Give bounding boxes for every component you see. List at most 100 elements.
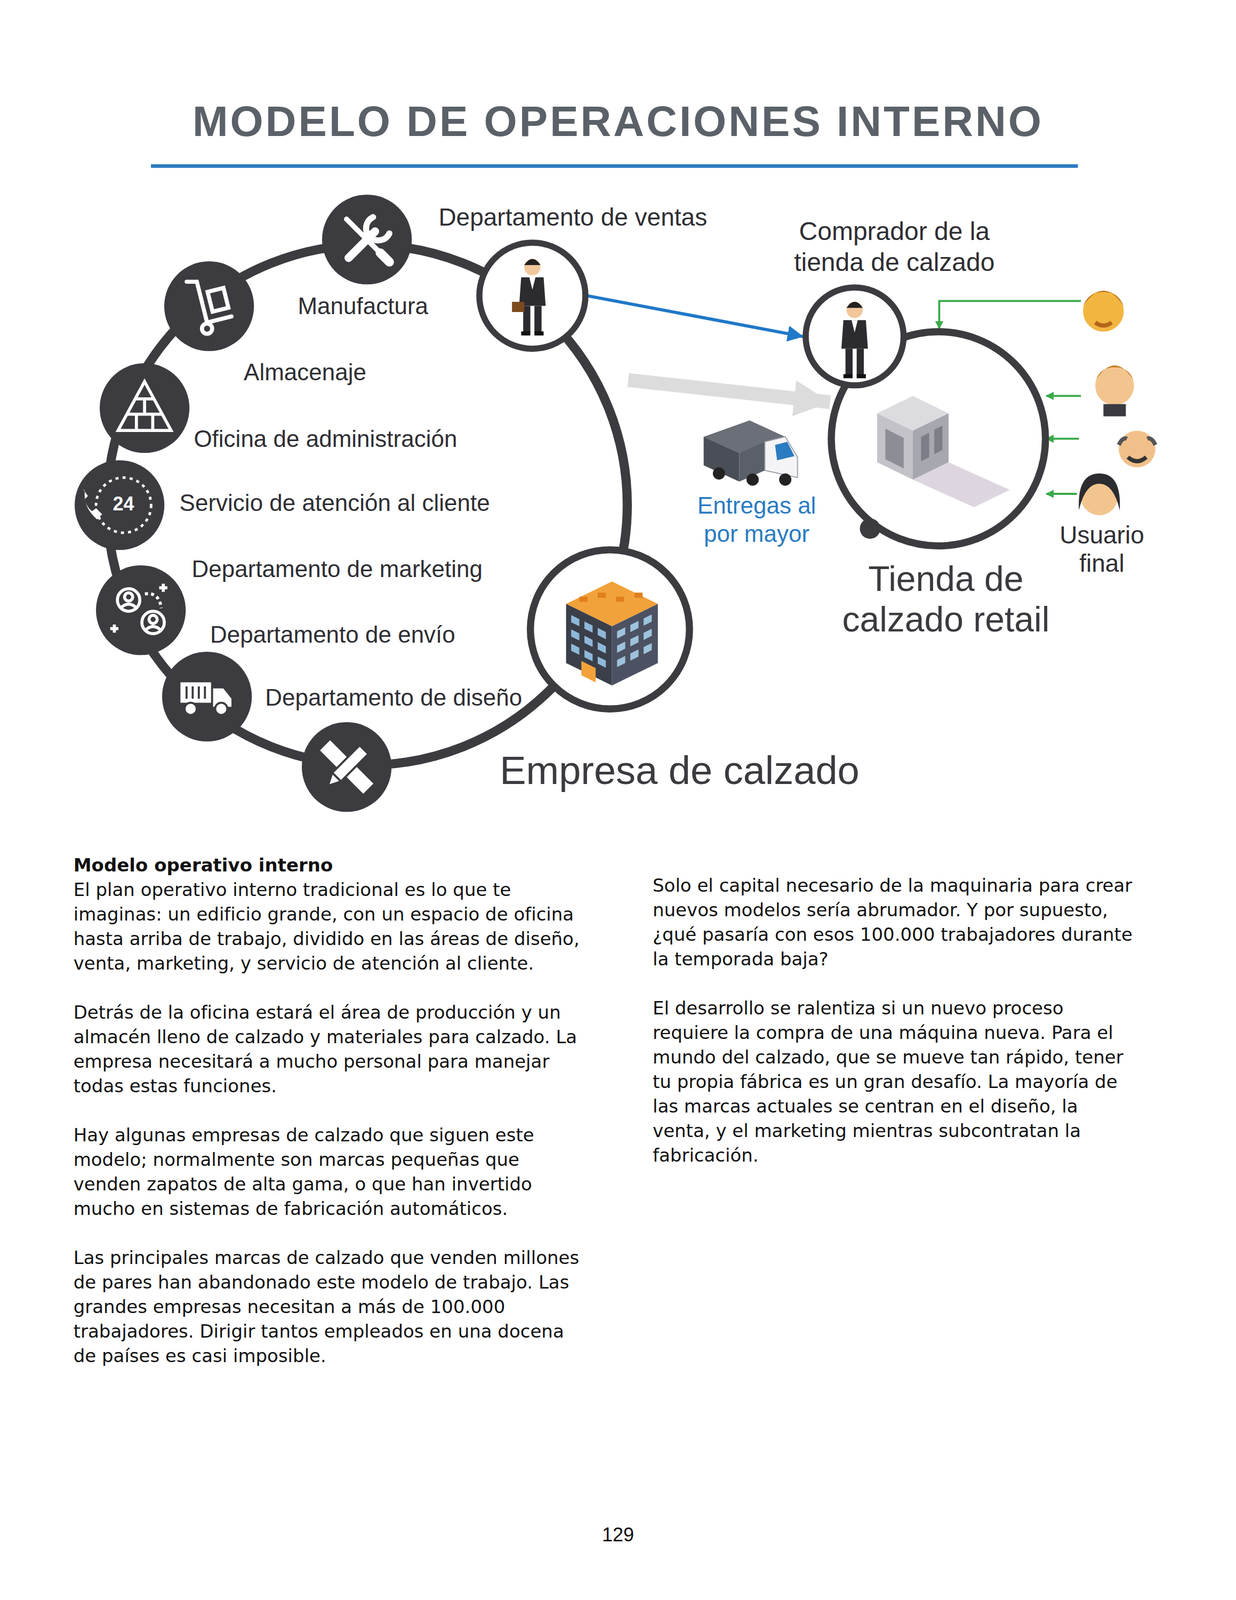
node-label: Departamento de envío [210,621,456,649]
edge-label: Entregas al por mayor [680,491,834,549]
body-paragraph: Detrás de la oficina estará el área de p… [73,999,584,1098]
icon-glyph [95,477,151,533]
node-label: Oficina de administración [193,425,457,453]
icon-circle: Almacenaje [164,261,254,351]
customer-faces [1118,430,1156,468]
icon-glyph [110,583,168,634]
delivery-truck [746,473,759,486]
node-shape [162,651,252,742]
person-figure [846,301,863,319]
customer-faces [1095,322,1112,326]
text-column: Solo el capital necesario de la maquinar… [652,872,1141,1192]
customer-arrows [1046,394,1081,397]
icon-glyph [180,681,232,715]
person-figure [523,306,531,333]
icon-number: 24 [102,492,144,515]
shop-building [877,395,1010,507]
page-number: 129 [566,1523,669,1546]
person-figure [846,301,863,308]
company-building [565,603,612,686]
customer-arrows [1046,437,1079,440]
icon-glyph [323,745,369,791]
company-building [616,627,625,639]
company-building [616,655,625,668]
company-building [584,649,593,662]
company-building [571,643,580,655]
icon-circle: Manufactura [322,194,412,285]
customer-faces [1078,290,1156,516]
delivery-truck [703,420,798,486]
icon-glyph [332,745,369,782]
icon-glyph [148,614,157,623]
icon-disc [95,565,186,655]
node-shape [164,261,254,351]
icon-circle: Departamento de diseño [301,721,392,812]
connector-arrow [587,295,804,337]
company-building [597,641,606,654]
icon-disc [164,261,254,351]
delivery-truck [703,436,740,482]
body-paragraph: Solo el capital necesario de la maquinar… [652,872,1141,971]
company-building [616,641,625,653]
node-label: Departamento de marketing [191,555,483,583]
company-building [579,596,588,603]
icon-glyph [110,583,168,634]
icon-glyph [186,686,205,699]
company-building [584,635,593,647]
icon-glyph [110,583,168,633]
icon-glyph [215,702,228,716]
body-paragraph: Las principales marcas de calzado que ve… [73,1245,584,1368]
delivery-truck [775,441,795,460]
body-paragraph: Hay algunas empresas de calzado que sigu… [73,1122,584,1221]
icon-glyph [118,381,172,431]
icon-glyph [118,381,172,431]
company-building [597,656,606,668]
text-column: Modelo operativo internoEl plan operativ… [73,852,584,1393]
company-building [630,620,639,632]
body-paragraph: El plan operativo interno tradicional es… [73,877,584,976]
node-shape [479,242,586,349]
icon-glyph [180,681,212,703]
customer-arrows [938,300,1081,329]
title-rule [150,164,1079,168]
company-building [630,649,639,661]
node-shape [95,565,186,655]
icon-glyph [202,323,213,334]
buyer-disc [805,287,904,386]
company-building [565,581,658,686]
company-building [581,660,596,682]
body-paragraph: El desarrollo se ralentiza si un nuevo p… [652,995,1141,1168]
icon-glyph [82,477,151,533]
node-shape [99,363,190,453]
person-figure [534,331,544,336]
company-building [584,621,593,633]
icon-glyph [346,217,390,262]
person-figure [534,306,542,333]
customer-faces [1103,404,1126,417]
company-building [612,603,658,686]
icon-glyph [186,281,232,334]
customer-arrows [1046,492,1077,495]
shop-building [877,413,913,480]
customer-faces [1127,456,1146,462]
delivery-truck [712,467,726,480]
icon-glyph [186,281,232,323]
node-shape [301,721,392,812]
person-figure [511,259,546,336]
person-figure [529,277,536,290]
customer-faces [1096,365,1134,380]
icon-disc [301,721,392,812]
customer-faces [1118,438,1156,445]
person-figure [843,374,853,379]
node-label: Manufactura [297,292,429,320]
icon-glyph [319,740,374,794]
person-figure [511,301,525,312]
icon-glyph [346,219,380,252]
page-title: MODELO DE OPERACIONES INTERNO [0,97,1236,147]
icon-disc [162,651,252,742]
shop-building [920,432,929,462]
icon-glyph [323,772,341,790]
icon-glyph [366,217,390,241]
icon-glyph [118,381,172,431]
icon-disc [74,460,165,550]
